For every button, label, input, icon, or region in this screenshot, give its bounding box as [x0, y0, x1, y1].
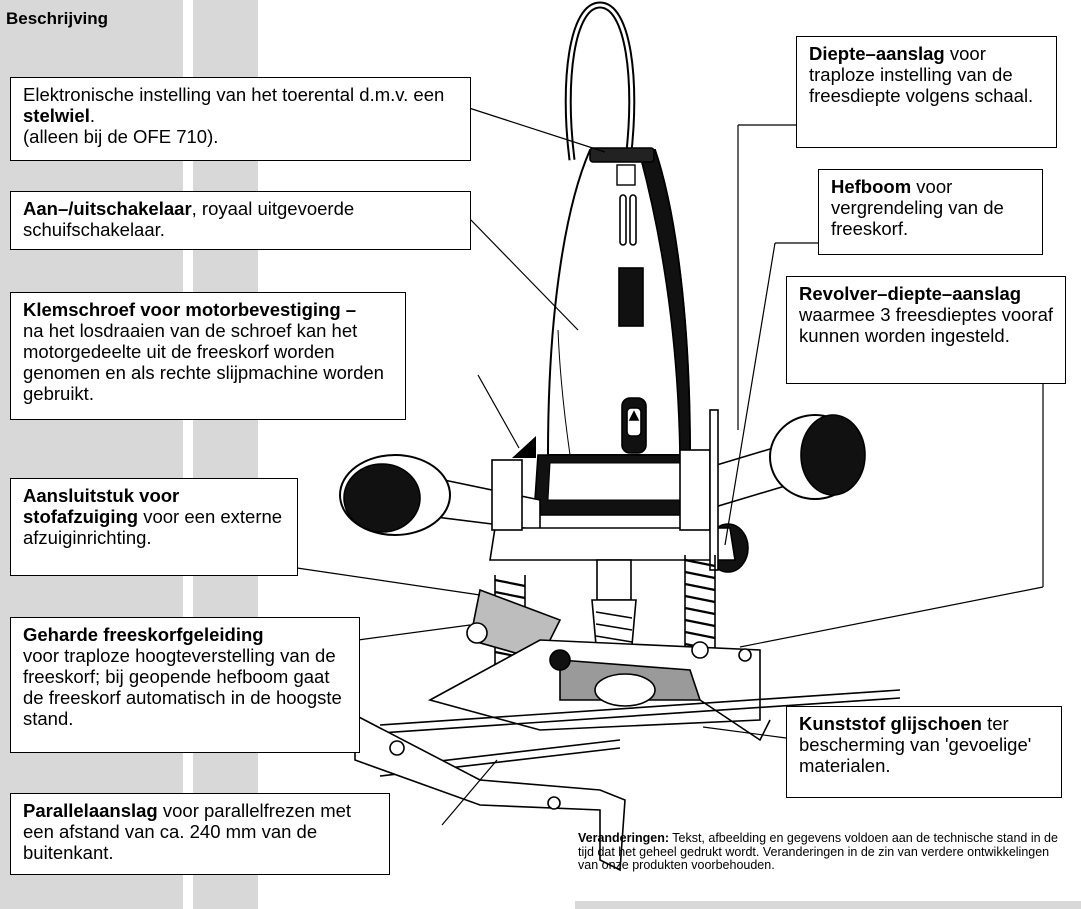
- bottom-rule: [575, 901, 1081, 909]
- callout-aan-uitschakelaar: Aan–/uitschakelaar, royaal uitgevoerde s…: [10, 191, 471, 250]
- callout-freeskorfgeleiding: Geharde freeskorfgeleiding voor traploze…: [10, 617, 360, 753]
- callout-diepte-aanslag: Diepte–aanslag voor traploze instelling …: [796, 36, 1057, 148]
- changes-note: Veranderingen: Tekst, afbeelding en gege…: [578, 831, 1058, 872]
- callout-klemschroef: Klemschroef voor motorbevestiging – na h…: [10, 292, 406, 420]
- callout-kunststof-glijschoen: Kunststof glijschoen ter bescherming van…: [786, 706, 1062, 798]
- callout-stelwiel: Elektronische instelling van het toerent…: [10, 77, 471, 161]
- callout-parallelaanslag: Parallelaanslag voor parallelfrezen met …: [10, 793, 390, 875]
- callout-revolver-diepte-aanslag: Revolver–diepte–aanslag waarmee 3 freesd…: [786, 276, 1066, 384]
- callout-hefboom: Hefboom voor vergrendeling van de freesk…: [818, 169, 1043, 255]
- section-title: Beschrijving: [6, 9, 109, 28]
- callout-aansluitstuk: Aansluitstuk voor stofafzuiging voor een…: [10, 478, 298, 576]
